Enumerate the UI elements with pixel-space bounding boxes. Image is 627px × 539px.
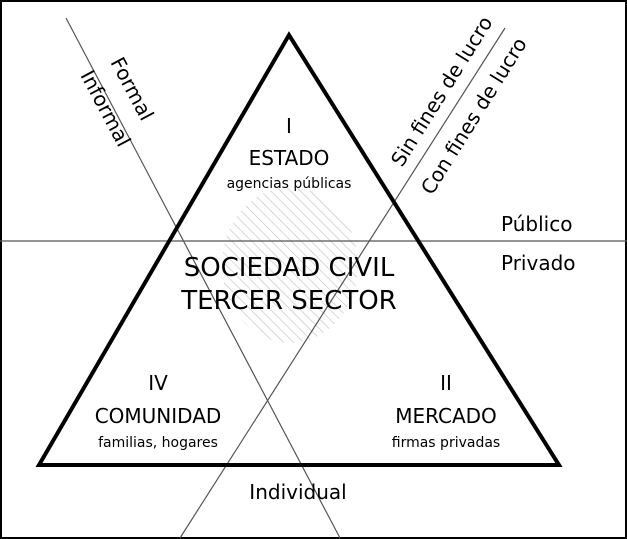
state-subtitle: agencias públicas <box>227 176 352 192</box>
state-numeral: I <box>286 114 292 138</box>
community-name: COMUNIDAD <box>95 404 222 428</box>
profit-line <box>179 27 506 539</box>
market-subtitle: firmas privadas <box>392 435 500 451</box>
market-name: MERCADO <box>395 404 497 428</box>
community-subtitle: familias, hogares <box>98 435 218 451</box>
community-numeral: IV <box>148 371 168 395</box>
main-triangle <box>35 31 563 467</box>
state-name: ESTADO <box>249 146 330 170</box>
third-sector-title: TERCER SECTOR <box>180 286 397 316</box>
overlap-hatch <box>222 187 358 343</box>
individual-label: Individual <box>249 480 346 504</box>
public-label: Público <box>501 212 572 236</box>
formal-informal-line <box>65 17 341 539</box>
market-numeral: II <box>440 371 452 395</box>
civil-society-title: SOCIEDAD CIVIL <box>184 253 395 283</box>
private-label: Privado <box>501 251 576 275</box>
